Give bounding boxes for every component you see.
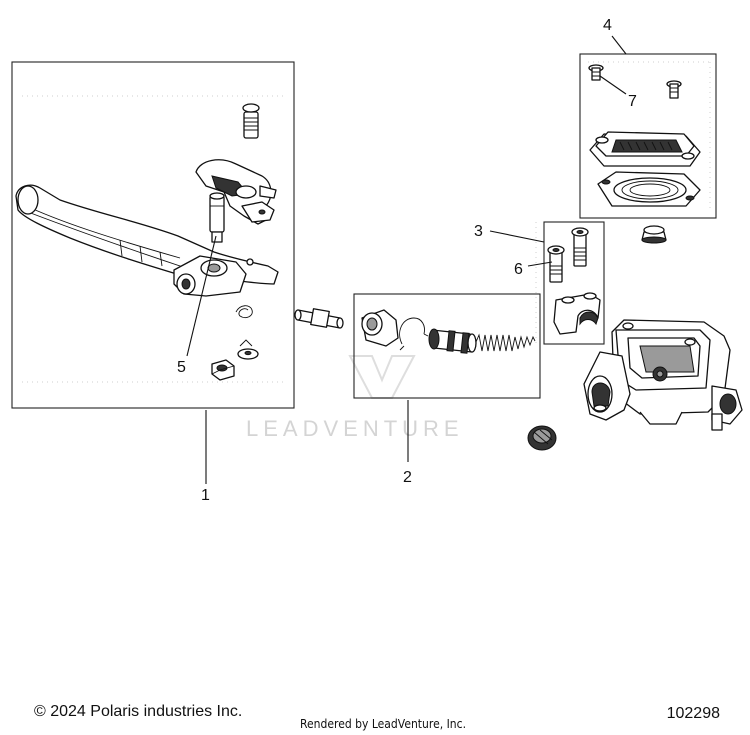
leader-6 <box>527 261 553 267</box>
piston-assembly[interactable] <box>428 328 477 354</box>
pivot-bolt[interactable] <box>242 103 260 139</box>
leader-7 <box>599 75 627 95</box>
reservoir-cap[interactable] <box>589 131 701 167</box>
watermark-text: LEADVENTURE <box>246 416 464 441</box>
cover-screw-right[interactable] <box>666 80 682 99</box>
piston-kit-box <box>353 293 541 399</box>
pushrod[interactable] <box>294 308 344 329</box>
cap-bushing[interactable] <box>641 225 667 244</box>
watermark: LEADVENTURE <box>246 355 464 441</box>
return-spring[interactable] <box>475 333 536 352</box>
leader-4 <box>611 35 627 55</box>
washer[interactable] <box>237 339 259 360</box>
callout-4: 4 <box>603 17 612 34</box>
adjuster-bracket[interactable] <box>195 159 277 225</box>
leader-5 <box>186 235 217 357</box>
callout-7: 7 <box>628 93 637 110</box>
lever-assembly-box <box>11 61 295 409</box>
copyright-text: © 2024 Polaris industries Inc. <box>34 703 243 720</box>
clamp-kit-box <box>543 221 605 345</box>
clamp-bolt-upper[interactable] <box>571 227 589 267</box>
callout-5: 5 <box>177 359 186 376</box>
rendered-by-text: Rendered by LeadVenture, Inc. <box>300 717 467 731</box>
leader-3 <box>489 230 545 243</box>
reservoir-cover-kit-box <box>579 53 717 219</box>
cover-screw-left[interactable] <box>588 64 604 81</box>
handlebar-clamp[interactable] <box>553 292 601 335</box>
spring-clip[interactable] <box>235 305 253 319</box>
master-cylinder-body[interactable] <box>583 319 743 431</box>
dust-boot[interactable] <box>361 309 399 347</box>
pushrod-pin[interactable] <box>209 192 225 243</box>
snap-ring[interactable] <box>399 317 429 351</box>
callout-1: 1 <box>201 487 210 504</box>
clamp-bolt-lower[interactable] <box>547 245 565 283</box>
brake-lever[interactable] <box>15 184 279 297</box>
callout-2: 2 <box>403 469 412 486</box>
rubber-plug[interactable] <box>527 425 557 451</box>
reservoir-diaphragm[interactable] <box>597 171 701 207</box>
diagram-number: 102298 <box>666 705 720 722</box>
callout-3: 3 <box>474 223 483 240</box>
lock-nut[interactable] <box>211 359 235 381</box>
callout-6: 6 <box>514 261 523 278</box>
box-4-dotted-guides <box>588 61 711 210</box>
